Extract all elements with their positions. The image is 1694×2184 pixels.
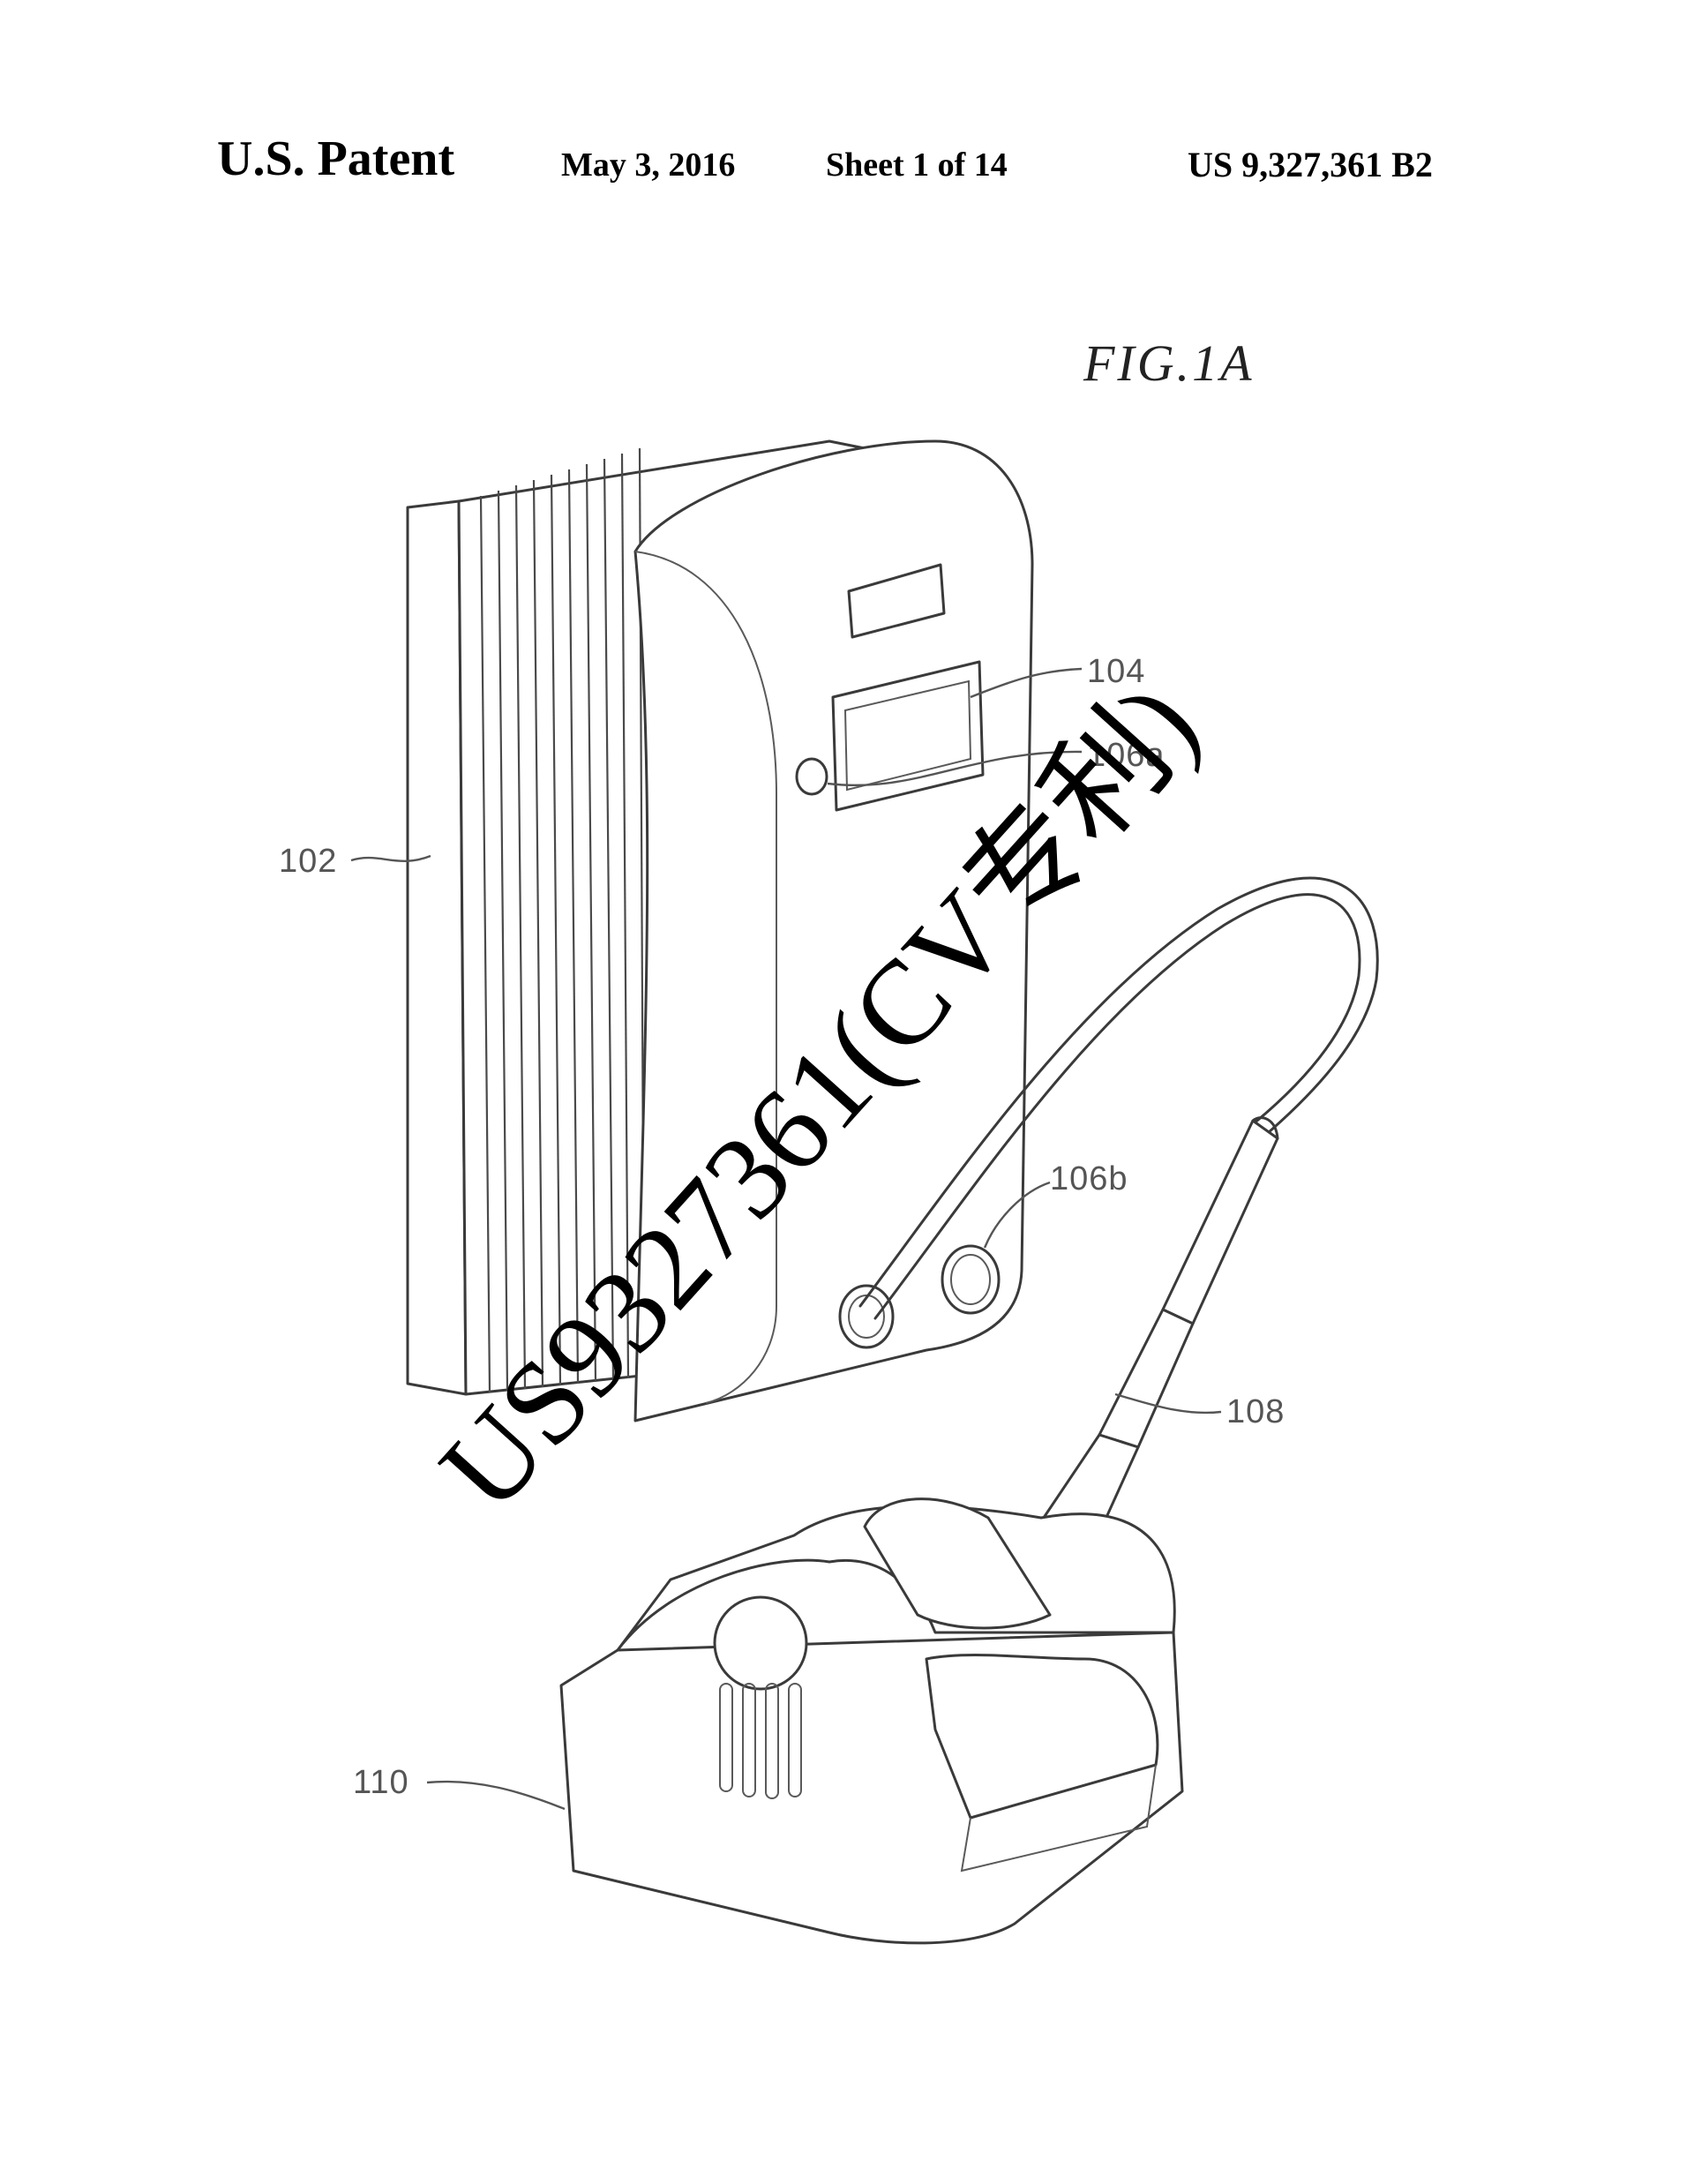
iron-cable-outer bbox=[858, 876, 1379, 1308]
cable-socket-inner bbox=[848, 1295, 885, 1339]
stand-vent-slots bbox=[719, 1683, 802, 1799]
ref-106b-leader bbox=[983, 1181, 1051, 1249]
reference-numerals: 102 104 106a 106b 108 110 bbox=[279, 653, 1285, 1811]
sheet-indicator: Sheet 1 of 14 bbox=[826, 146, 1008, 184]
ref-104-label: 104 bbox=[1087, 653, 1145, 690]
ref-108-label: 108 bbox=[1226, 1393, 1285, 1430]
iron-holder-stand bbox=[559, 1497, 1184, 1945]
display-104 bbox=[831, 660, 985, 812]
port-106b-inner bbox=[950, 1254, 991, 1305]
ref-106a-leader bbox=[827, 750, 1083, 787]
iron-cap bbox=[1251, 1116, 1279, 1140]
iron-handle-grip bbox=[1098, 1308, 1195, 1449]
patent-number: US 9,327,361 B2 bbox=[1188, 145, 1433, 184]
ref-102-leader bbox=[350, 854, 431, 862]
control-station-housing bbox=[406, 439, 1034, 1422]
upper-display-window bbox=[847, 563, 946, 639]
heat-sink-fins bbox=[479, 447, 646, 1393]
port-106a bbox=[795, 757, 828, 796]
sponge-tray-front bbox=[960, 1764, 1157, 1873]
front-face-contour bbox=[634, 551, 777, 1404]
ref-110-label: 110 bbox=[353, 1764, 409, 1801]
ref-102-label: 102 bbox=[279, 843, 337, 880]
patent-office-title: U.S. Patent bbox=[217, 131, 455, 186]
iron-handle-upper bbox=[1161, 1119, 1279, 1325]
iron-cable-inner bbox=[873, 893, 1361, 1320]
ref-106a-label: 106a bbox=[1087, 737, 1166, 774]
display-inner-bezel bbox=[843, 679, 972, 792]
ref-110-leader bbox=[426, 1780, 566, 1811]
page-header: U.S. Patent May 3, 2016 Sheet 1 of 14 US… bbox=[0, 0, 1694, 229]
figure-label: FIG.1A bbox=[1083, 334, 1255, 392]
patent-date: May 3, 2016 bbox=[561, 146, 736, 184]
iron-holder-cradle bbox=[863, 1497, 1052, 1630]
sponge-tray bbox=[925, 1654, 1159, 1820]
stand-knob bbox=[713, 1595, 808, 1691]
ref-104-leader bbox=[970, 667, 1083, 699]
housing-side-panel bbox=[406, 499, 468, 1396]
ref-108-leader bbox=[1114, 1392, 1222, 1415]
ref-106b-label: 106b bbox=[1050, 1160, 1128, 1197]
